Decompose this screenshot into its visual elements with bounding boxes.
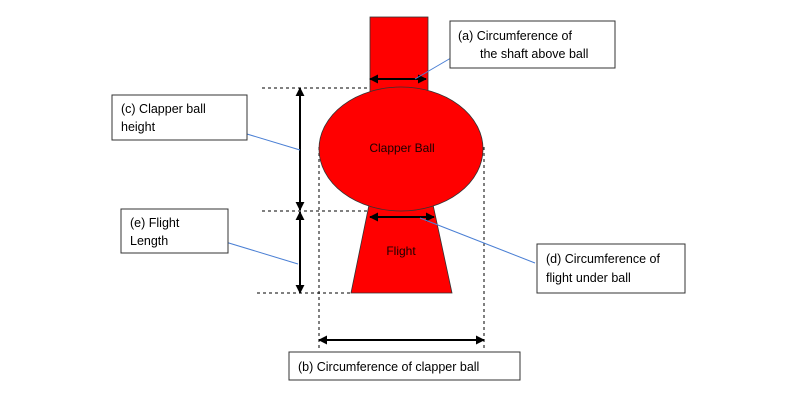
callout-b-line1: (b) Circumference of clapper ball xyxy=(298,360,479,374)
leader-d xyxy=(419,217,536,264)
callout-e-line1: (e) Flight xyxy=(130,216,180,230)
callout-a-line1: (a) Circumference of xyxy=(458,29,572,43)
clapper-ball xyxy=(318,86,484,212)
callout-e: (e) Flight Length xyxy=(120,208,229,254)
callout-a: (a) Circumference of the shaft above bal… xyxy=(449,20,616,69)
shaft xyxy=(369,16,429,98)
flight-label: Flight xyxy=(386,244,416,258)
callout-c: (c) Clapper ball height xyxy=(111,94,248,141)
callout-d: (d) Circumference of flight under ball xyxy=(536,243,686,294)
callout-d-line2: flight under ball xyxy=(546,271,631,285)
clapper-ball-label: Clapper Ball xyxy=(369,141,434,155)
callout-b: (b) Circumference of clapper ball xyxy=(288,351,521,381)
callout-c-line1: (c) Clapper ball xyxy=(121,102,206,116)
callout-c-line2: height xyxy=(121,120,156,134)
callout-d-line1: (d) Circumference of xyxy=(546,252,660,266)
callout-a-line2: the shaft above ball xyxy=(480,47,588,61)
callout-e-line2: Length xyxy=(130,234,168,248)
